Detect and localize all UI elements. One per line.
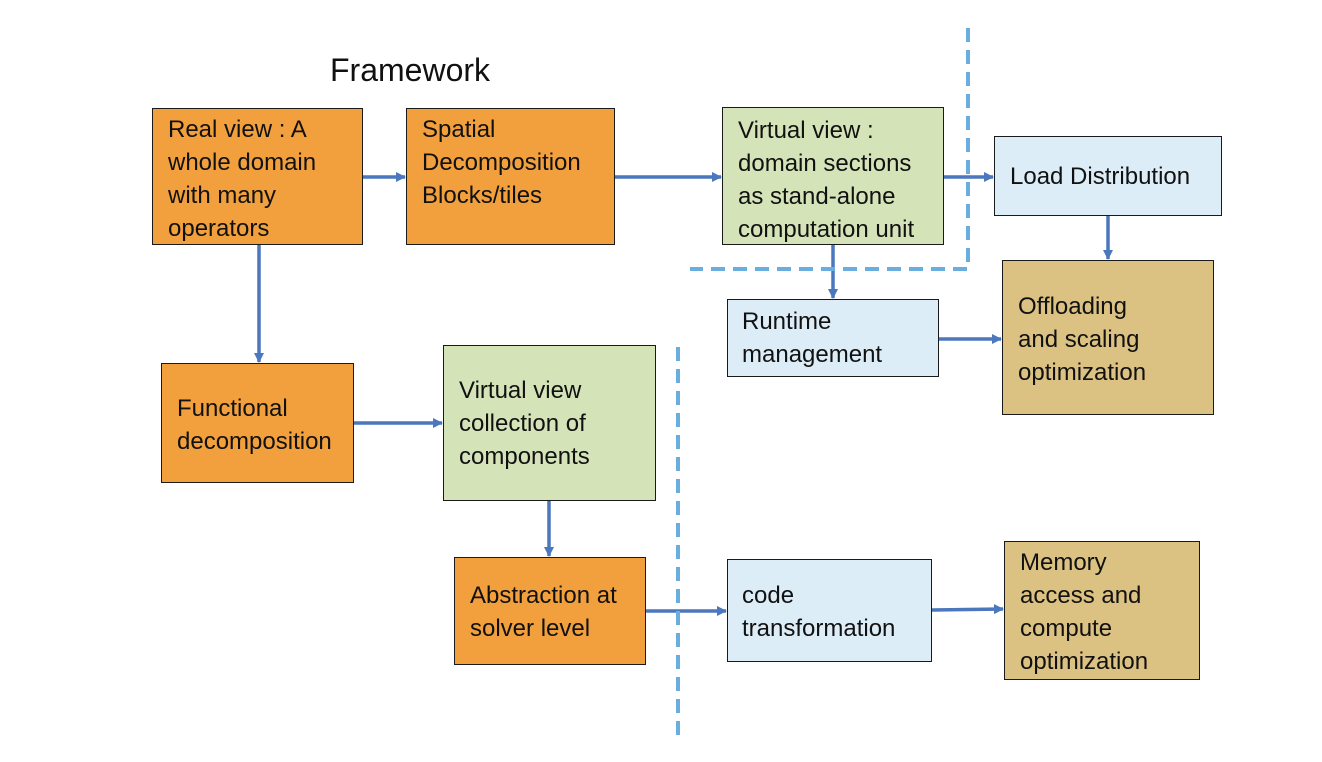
dashed-divider-upper [690,28,970,271]
runtime-management-box: Runtime management [727,299,939,377]
spatial-decomposition-label: Spatial Decomposition Blocks/tiles [422,116,581,209]
real-view-box: Real view : A whole domain with many ope… [152,108,363,245]
offloading-scaling-label: Offloading and scaling optimization [1018,293,1147,386]
diagram-title: Framework [330,52,491,88]
load-distribution-box: Load Distribution [994,136,1222,216]
memory-access-box: Memory access and compute optimization [1004,541,1200,680]
abstraction-solver-box: Abstraction at solver level [454,557,646,665]
abstraction-solver-label: Abstraction at solver level [470,582,617,642]
code-transformation-box: code transformation [727,559,932,662]
functional-decomposition-box: Functional decomposition [161,363,354,483]
virtual-view-domain-label: Virtual view : domain sections as stand-… [738,117,915,243]
arrow-code-to-memory [931,604,1004,615]
runtime-management-label: Runtime management [742,308,883,368]
virtual-view-components-label: Virtual view collection of components [459,377,590,470]
load-distribution-label: Load Distribution [1010,163,1191,190]
code-transformation-label: code transformation [742,582,896,642]
offloading-scaling-box: Offloading and scaling optimization [1002,260,1214,415]
memory-access-label: Memory access and compute optimization [1020,549,1149,675]
virtual-view-components-box: Virtual view collection of components [443,345,656,501]
real-view-label: Real view : A whole domain with many ope… [168,116,317,242]
spatial-decomposition-box: Spatial Decomposition Blocks/tiles [406,108,615,245]
virtual-view-domain-box: Virtual view : domain sections as stand-… [722,107,944,245]
functional-decomposition-label: Functional decomposition [177,395,332,455]
